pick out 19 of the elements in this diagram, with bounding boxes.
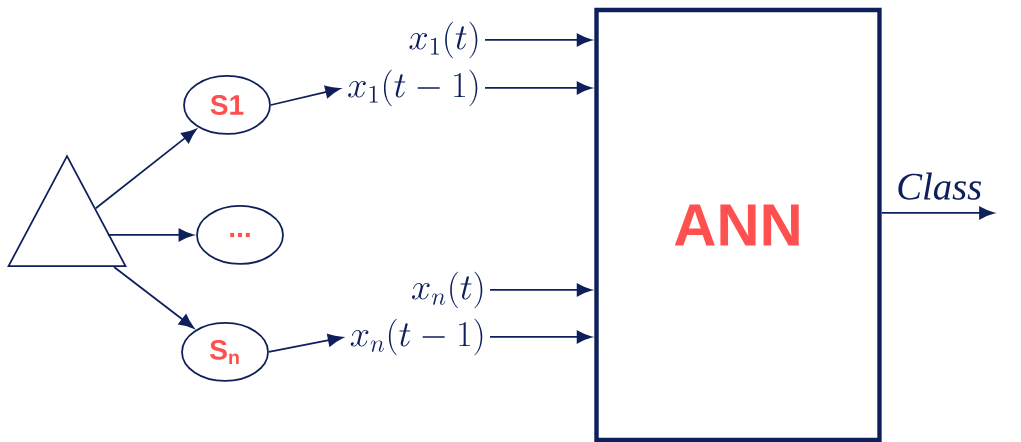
- arrow: [489, 330, 592, 344]
- signal-label: $x_n(t-1)$: [350, 318, 483, 356]
- edge-label: Class: [894, 170, 984, 202]
- process-box: ANN: [594, 7, 882, 442]
- arrow: [113, 266, 195, 329]
- ellipse-node: S1: [183, 75, 271, 135]
- arrow: [107, 228, 194, 242]
- arrow: [270, 85, 341, 106]
- arrow: [484, 33, 592, 47]
- signal-label: $x_n(t)$: [412, 271, 483, 309]
- ellipse-node: S$_{n}$: [181, 322, 269, 382]
- arrow: [268, 334, 343, 353]
- arrow: [489, 283, 592, 297]
- arrow: [95, 128, 197, 210]
- arrow: [880, 206, 995, 220]
- signal-label: $x_1(t-1)$: [348, 69, 478, 107]
- ellipse-node: ...: [196, 205, 284, 265]
- arrow: [484, 81, 592, 95]
- signal-label: $x_1(t)$: [409, 21, 478, 59]
